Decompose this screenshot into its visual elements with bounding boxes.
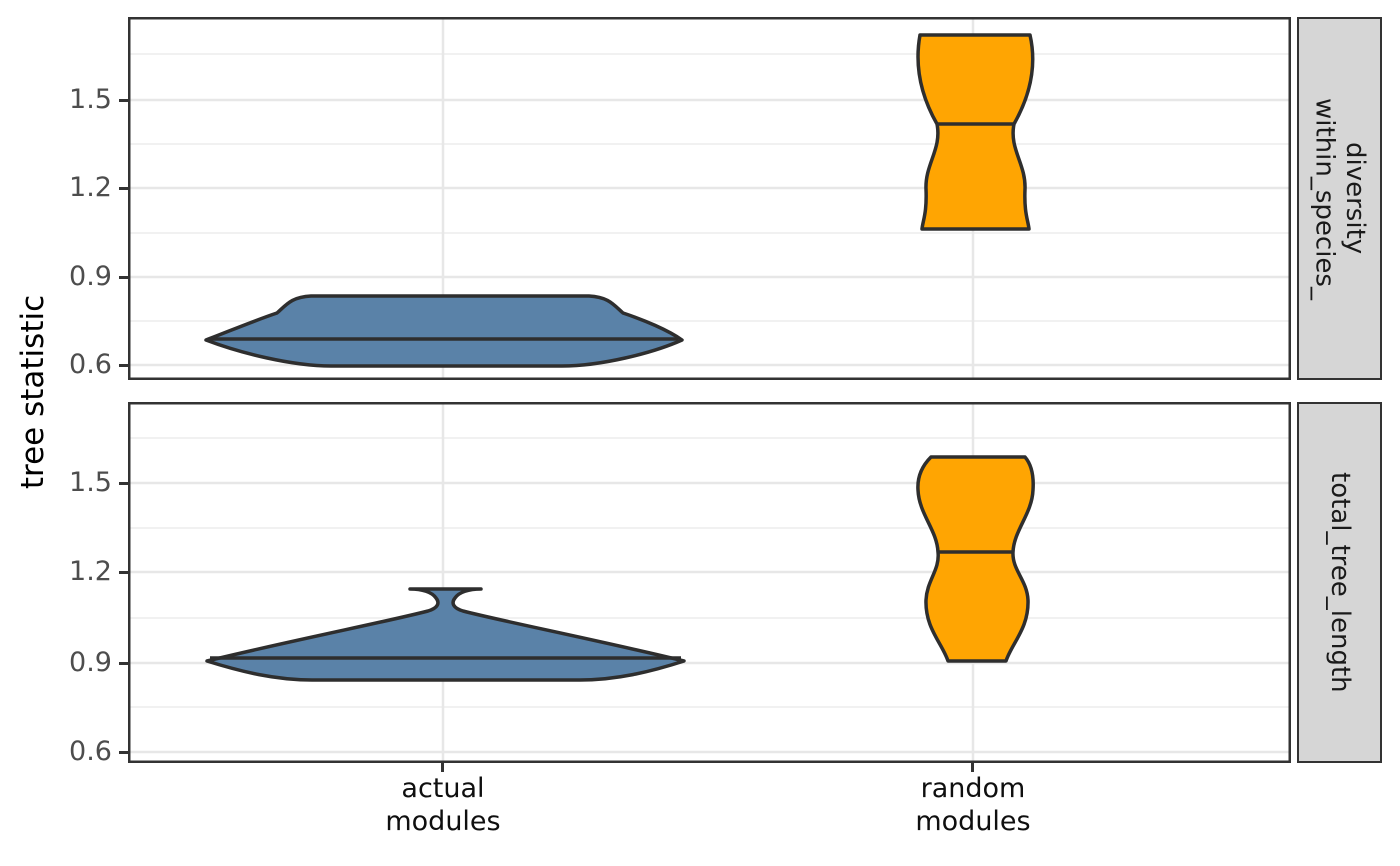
strip-label-line: total_tree_length: [1324, 472, 1355, 693]
y-tick-mark: [119, 187, 128, 190]
x-label-line: actual: [401, 773, 485, 804]
x-axis-label-random-modules: random modules: [823, 772, 1123, 838]
x-label-line: modules: [915, 806, 1031, 837]
facet-strip-total-tree-length: total_tree_length: [1297, 402, 1382, 763]
y-tick-label: 1.5: [69, 467, 112, 498]
x-tick-mark: [971, 763, 974, 772]
y-tick-label: 0.9: [69, 261, 112, 292]
grid-major: [128, 402, 1291, 763]
y-tick-mark: [119, 482, 128, 485]
x-axis-label-actual-modules: actual modules: [293, 772, 593, 838]
y-tick-label: 1.2: [69, 556, 112, 587]
facet-strip-within-species-diversity: within_species_ diversity: [1297, 17, 1382, 380]
y-tick-label: 0.9: [69, 647, 112, 678]
facet-strip-label: within_species_ diversity: [1309, 97, 1371, 300]
violin-random-within-species-diversity: [916, 33, 1035, 231]
y-tick-label: 0.6: [69, 349, 112, 380]
y-tick-mark: [119, 751, 128, 754]
facet-strip-label: total_tree_length: [1324, 472, 1355, 693]
y-tick-mark: [119, 571, 128, 574]
panel-border: [128, 402, 1291, 763]
y-tick-label: 0.6: [69, 736, 112, 767]
x-label-line: random: [920, 773, 1026, 804]
y-tick-mark: [119, 364, 128, 367]
strip-label-line: diversity: [1340, 142, 1371, 255]
y-tick-label: 1.5: [69, 84, 112, 115]
violin-random-total-tree-length: [916, 455, 1035, 663]
y-tick-mark: [119, 662, 128, 665]
facet-panel-total-tree-length: [128, 402, 1291, 763]
y-tick-mark: [119, 276, 128, 279]
strip-label-line: within_species_: [1309, 97, 1340, 300]
x-tick-mark: [441, 763, 444, 772]
violin-actual-within-species-diversity: [204, 294, 684, 368]
panel-border: [128, 17, 1291, 380]
x-label-line: modules: [385, 806, 501, 837]
grid-minor: [128, 437, 1291, 708]
y-axis-title: tree statistic: [15, 294, 51, 490]
panel-background: [128, 402, 1291, 763]
y-tick-mark: [119, 99, 128, 102]
y-tick-label: 1.2: [69, 172, 112, 203]
facet-panel-within-species-diversity: [128, 17, 1291, 380]
